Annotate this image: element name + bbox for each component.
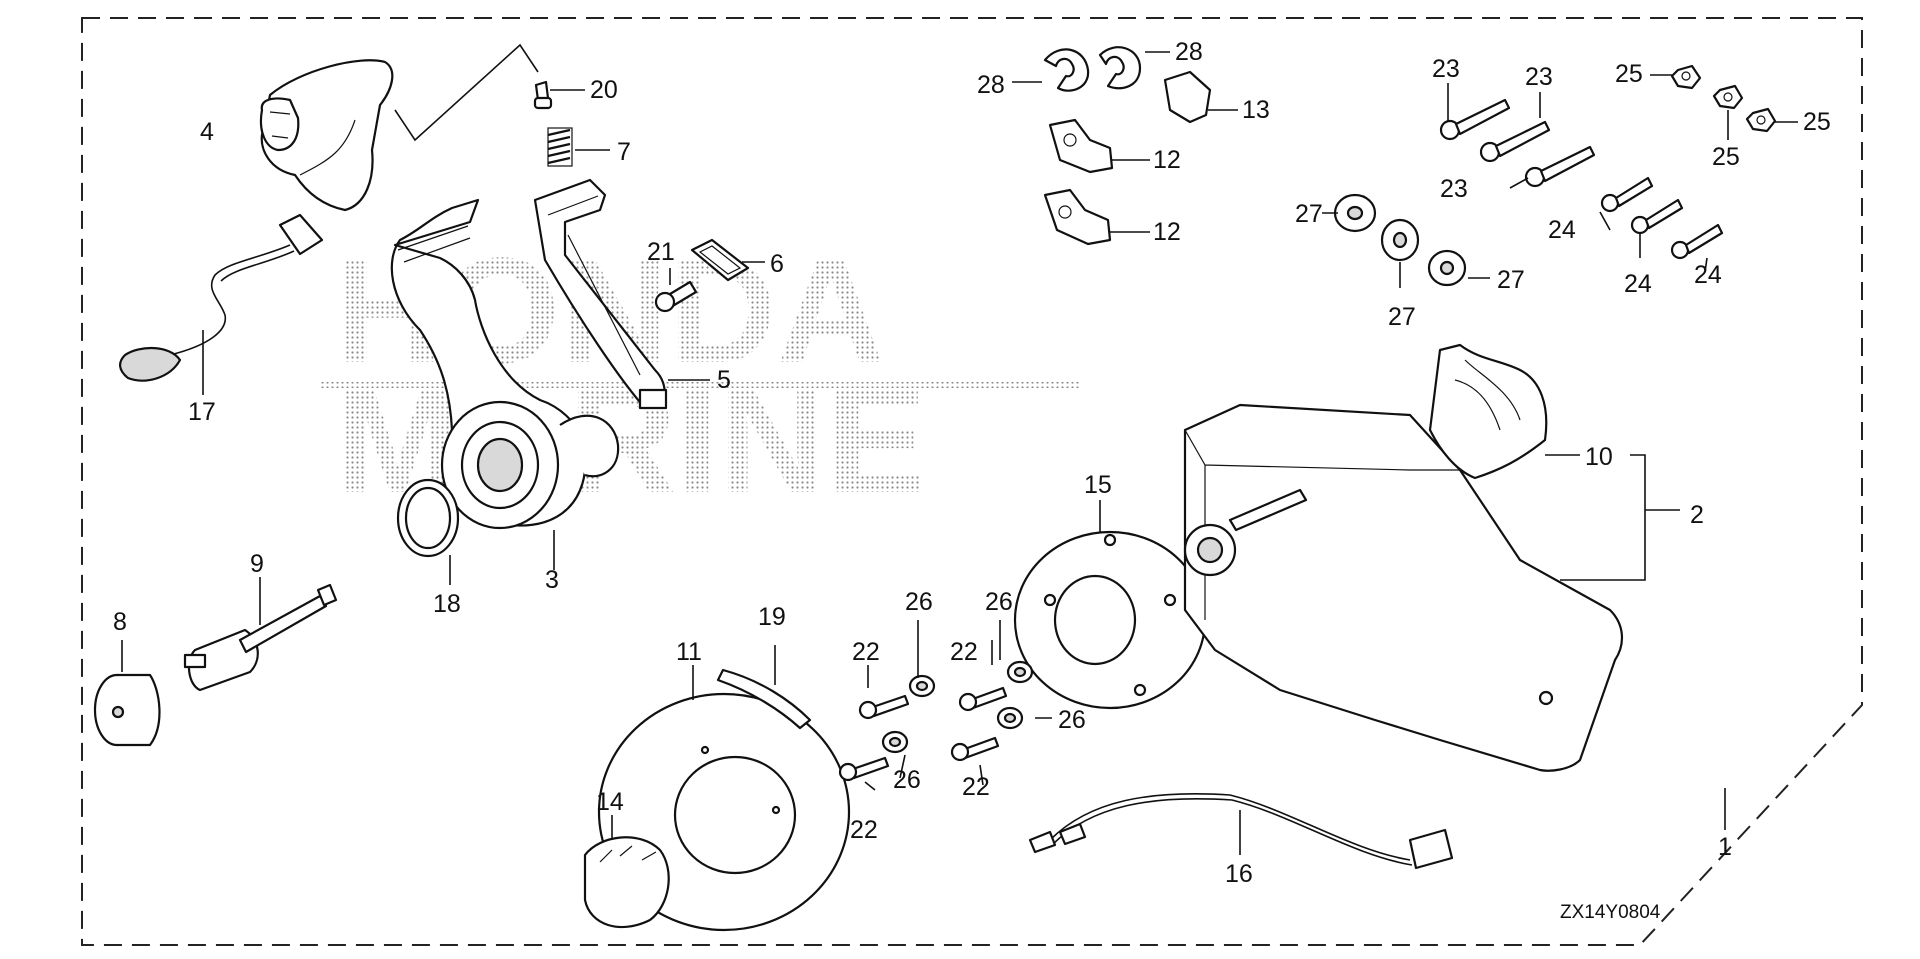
callout-12-a: 12	[1153, 146, 1181, 174]
spring	[547, 127, 573, 167]
callout-25-b: 25	[1712, 143, 1740, 171]
washer-26-c	[881, 730, 909, 754]
callout-4: 4	[200, 118, 214, 146]
diagram-code: ZX14Y0804	[1560, 902, 1661, 923]
e-ring-28-b	[1098, 46, 1142, 90]
screw-22-c	[838, 756, 890, 782]
seal-ring	[396, 478, 460, 558]
wire-harness	[1028, 793, 1454, 870]
callout-22-a: 22	[852, 638, 880, 666]
callout-17: 17	[188, 398, 216, 426]
callout-26-b: 26	[985, 588, 1013, 616]
callout-2: 2	[1690, 501, 1704, 529]
screw-23-c	[1524, 145, 1596, 188]
screw-24-c	[1670, 223, 1724, 260]
washer-26-d	[996, 706, 1024, 730]
nut-25-b	[1712, 84, 1744, 110]
callout-11: 11	[676, 638, 702, 666]
callout-12-b: 12	[1153, 218, 1181, 246]
screw-24-a	[1600, 176, 1654, 213]
callout-25-a: 25	[1615, 60, 1643, 88]
pivot-shaft	[183, 583, 338, 692]
callout-24-b: 24	[1624, 270, 1652, 298]
trim-strip	[716, 668, 812, 730]
knob	[93, 673, 161, 747]
nut-25-a	[1670, 64, 1702, 90]
callout-27-b: 27	[1388, 303, 1416, 331]
screw-22-d	[950, 736, 1000, 762]
callout-28-a: 28	[977, 71, 1005, 99]
callout-21: 21	[647, 238, 675, 266]
callout-28-b: 28	[1175, 38, 1203, 66]
callout-27-c: 27	[1497, 266, 1525, 294]
clip-13	[1163, 70, 1212, 124]
bracket	[583, 836, 670, 929]
callout-3: 3	[545, 566, 559, 594]
callout-26-c: 26	[1058, 706, 1086, 734]
callout-10: 10	[1585, 443, 1613, 471]
screw-22-b	[958, 686, 1008, 712]
callout-labels: 1 2 3 4 5 6 7 8 9 10 11 12 12 13 14 15 1…	[113, 38, 1831, 888]
small-screw-20	[533, 80, 553, 110]
callout-25-c: 25	[1803, 108, 1831, 136]
screw-23-a	[1439, 98, 1511, 141]
clip-12-a	[1048, 118, 1114, 174]
washer-26-b	[1006, 660, 1034, 684]
clip-12-b	[1043, 188, 1112, 246]
callout-6: 6	[770, 250, 784, 278]
callout-18: 18	[433, 590, 461, 618]
screw-22-a	[858, 694, 910, 720]
callout-14: 14	[596, 788, 624, 816]
friction-plate	[1013, 530, 1207, 710]
callout-26-a: 26	[905, 588, 933, 616]
screw-24-b	[1630, 198, 1684, 235]
callout-8: 8	[113, 608, 127, 636]
switch-cable	[119, 213, 324, 382]
callout-5: 5	[717, 366, 731, 394]
callout-13: 13	[1242, 96, 1270, 124]
callout-24-a: 24	[1548, 216, 1576, 244]
callout-19: 19	[758, 603, 786, 631]
main-housing	[1183, 403, 1623, 772]
callout-22-b: 22	[950, 638, 978, 666]
e-ring-28-a	[1043, 48, 1090, 92]
callout-16: 16	[1225, 860, 1253, 888]
washer-27-a	[1333, 193, 1377, 233]
callout-20: 20	[590, 76, 618, 104]
washer-27-c	[1427, 249, 1467, 287]
callout-23-b: 23	[1525, 63, 1553, 91]
bolt-21	[654, 280, 698, 313]
control-lever	[390, 198, 620, 530]
callout-7: 7	[617, 138, 631, 166]
grip-handle	[259, 59, 394, 212]
callout-24-c: 24	[1694, 261, 1722, 289]
washer-26-a	[908, 674, 936, 698]
callout-1: 1	[1718, 833, 1732, 861]
callout-23-c: 23	[1440, 175, 1468, 203]
callout-27-a: 27	[1295, 200, 1323, 228]
nut-25-c	[1745, 107, 1777, 133]
callout-15: 15	[1084, 471, 1112, 499]
callout-22-d: 22	[962, 773, 990, 801]
callout-26-d: 26	[893, 766, 921, 794]
plate	[690, 238, 750, 282]
callout-22-c: 22	[850, 816, 878, 844]
callout-9: 9	[250, 550, 264, 578]
screw-23-b	[1479, 120, 1551, 163]
washer-27-b	[1380, 218, 1420, 262]
neutral-lever	[533, 178, 668, 410]
callout-23-a: 23	[1432, 55, 1460, 83]
gasket	[1428, 343, 1548, 480]
